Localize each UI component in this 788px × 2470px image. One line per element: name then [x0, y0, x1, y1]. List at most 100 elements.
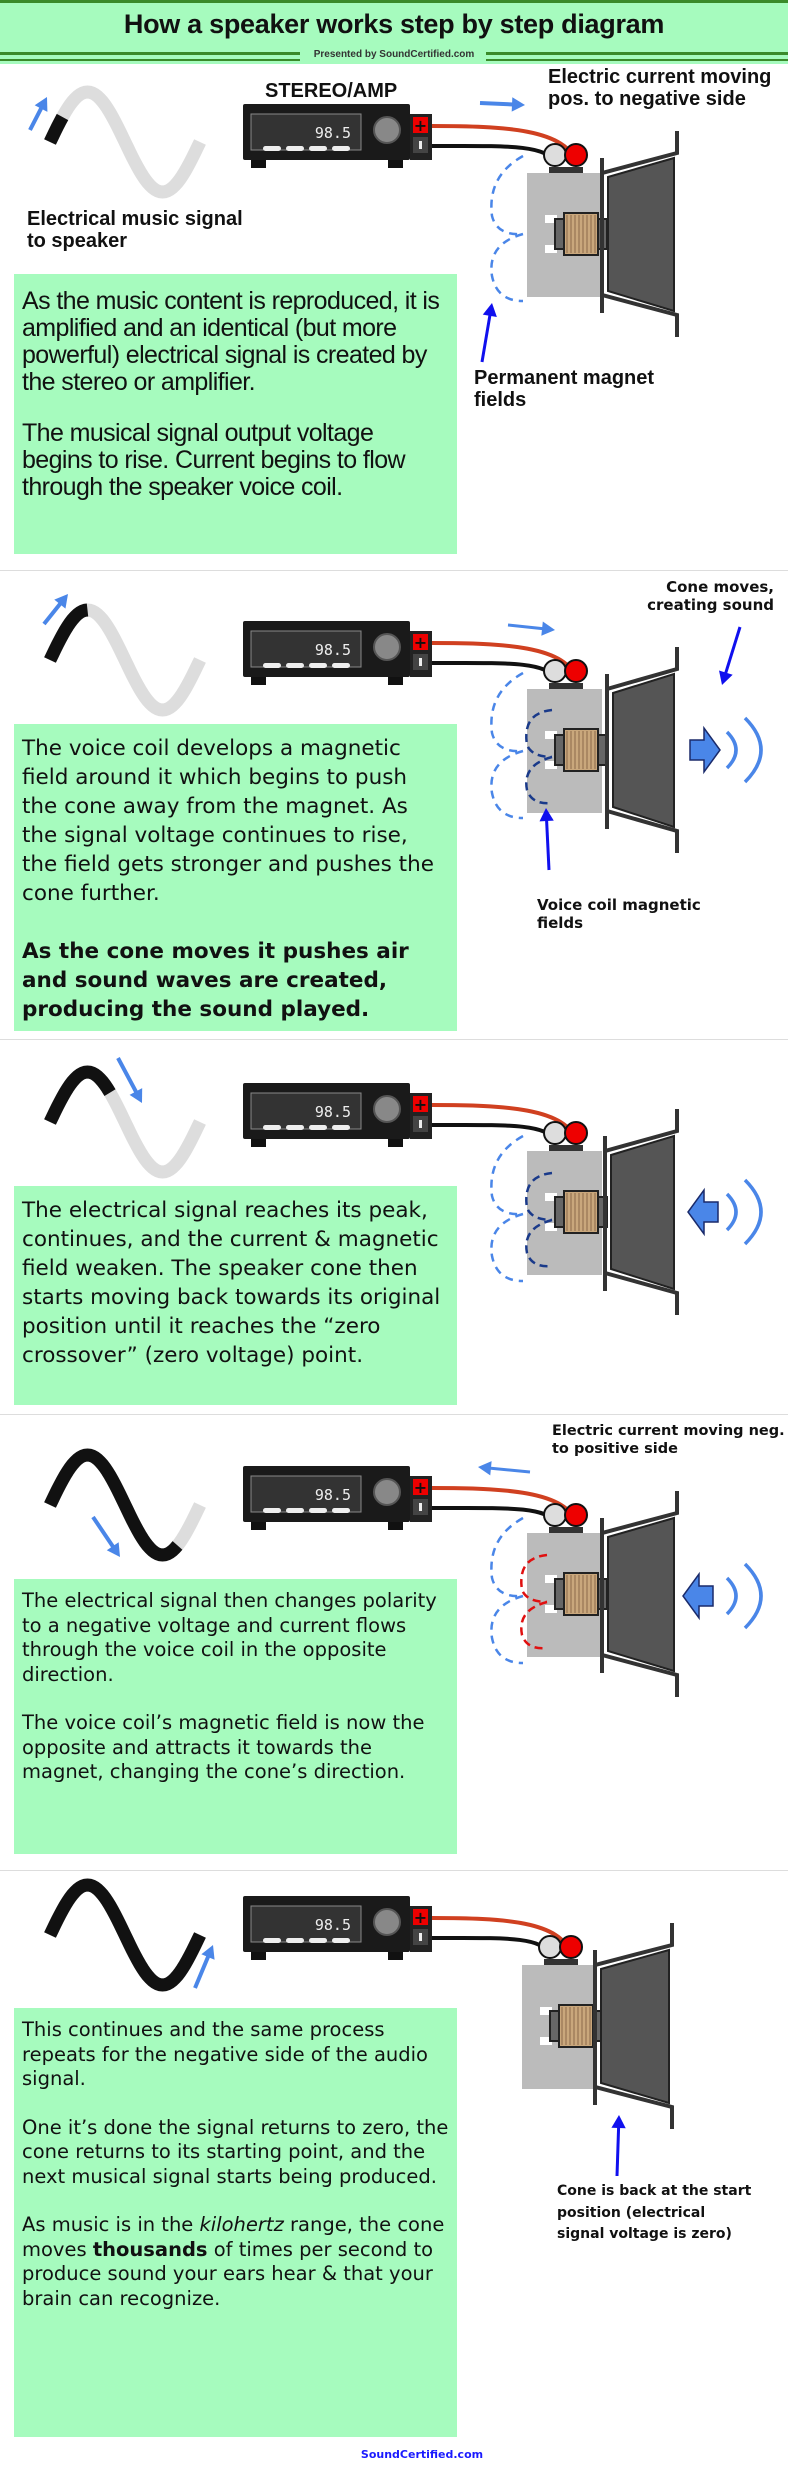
sine-wave-icon [44, 85, 206, 199]
amp-button [309, 1938, 327, 1943]
current-label: Electric current moving pos. to negative… [548, 66, 772, 110]
speaker-icon [527, 1491, 679, 1697]
arrow-shaft [116, 1057, 140, 1096]
minus-icon [419, 658, 422, 666]
sound-wave [743, 1562, 763, 1630]
field-line [490, 1134, 524, 1216]
speaker-positive-terminal [564, 659, 588, 683]
paragraph: The voice coil develops a magnetic field… [22, 736, 434, 906]
speaker-positive-terminal [564, 1121, 588, 1145]
cone-frame [600, 131, 679, 176]
paragraph: The electrical signal reaches its peak, … [22, 1198, 441, 1368]
amp-button [286, 1508, 304, 1513]
amp-display [250, 630, 362, 668]
pointer-arrow-icon [719, 626, 742, 685]
sound-waves-icon [725, 716, 763, 784]
volume-knob [373, 1095, 401, 1123]
page-title: How a speaker works step by step diagram [123, 9, 665, 39]
plus-icon: + [414, 116, 427, 135]
header-rule [486, 59, 788, 61]
amp-button [286, 146, 304, 151]
amp-button [263, 663, 281, 668]
voice-coil [558, 2004, 594, 2048]
sine-wave-icon [44, 1878, 206, 1992]
arrow-shaft [544, 817, 551, 871]
speaker-icon [527, 131, 679, 337]
magnet-gap [540, 2037, 552, 2045]
signal-direction-arrow-icon [28, 97, 48, 131]
header-subtitle: Presented by SoundCertified.com [313, 49, 475, 60]
volume-knob [373, 633, 401, 661]
amp-button [332, 1938, 350, 1943]
terminal-mount [549, 167, 583, 175]
amp-display-text: 98.5 [315, 1486, 351, 1504]
speaker-cone [607, 156, 675, 313]
field-line [525, 755, 553, 805]
speaker-cone [607, 1516, 675, 1673]
stereo-amp-icon: 98.5 + [243, 104, 432, 168]
amp-foot [388, 1139, 403, 1147]
magnet-gap [545, 1223, 557, 1231]
magnet-label: Permanent magnet fields [474, 367, 655, 411]
magnet-gap [545, 731, 557, 739]
pointer-arrow-icon [539, 808, 554, 871]
paragraph: As music is in the kilohertz range, the … [22, 2213, 449, 2311]
field-line [490, 1594, 524, 1665]
positive-terminal [413, 1096, 428, 1112]
field-line [490, 749, 524, 820]
arrow-head [129, 1088, 143, 1103]
stereo-amp-icon: 98.5+ [243, 1466, 432, 1530]
sound-waves-icon [725, 1178, 763, 1246]
sound-wave [743, 1178, 763, 1246]
magnet-gap [545, 215, 557, 223]
arrow-shaft [723, 626, 742, 677]
italic-text: kilohertz [199, 2213, 284, 2236]
pointer-arrow-icon [480, 303, 497, 363]
arrow-head [541, 621, 555, 636]
amp-foot [251, 1952, 266, 1960]
cone-pull-arrow-icon [682, 1571, 714, 1621]
amp-display-text: 98.5 [315, 124, 351, 142]
terminal-mount [549, 1145, 583, 1153]
speaker-negative-terminal [543, 143, 567, 167]
voice-coil [563, 728, 599, 772]
amp-foot [388, 160, 403, 168]
speaker-positive-terminal [559, 1935, 583, 1959]
current-direction-arrow-icon [507, 621, 555, 636]
step-4-text: The electrical signal then changes polar… [14, 1579, 457, 1854]
magnet-gap [545, 761, 557, 769]
arrow-head [54, 594, 68, 609]
plus-icon: + [414, 633, 427, 652]
magnet-gap [545, 1575, 557, 1583]
speaker-positive-terminal [564, 143, 588, 167]
cone-frame [600, 1652, 679, 1697]
paragraph: One it’s done the signal returns to zero… [22, 2115, 449, 2188]
wave-played [44, 1448, 183, 1562]
arrow-shaft [507, 623, 547, 631]
coil-field-lines [525, 708, 553, 805]
magnet-gap [545, 1193, 557, 1201]
amp-button [286, 663, 304, 668]
speaker-cone [610, 1134, 675, 1291]
arrow-shaft [193, 1952, 212, 1989]
paragraph: As the music content is reproduced, it i… [22, 287, 440, 396]
sine-wave-icon [44, 603, 206, 717]
voice-coil [563, 1190, 599, 1234]
footer-link[interactable]: SoundCertified.com [360, 2448, 484, 2461]
signal-direction-arrow-icon [193, 1945, 215, 1989]
voice-coil [563, 212, 599, 256]
cone-push-arrow-icon [689, 725, 721, 775]
positive-terminal [413, 117, 428, 133]
arrow-shaft [28, 104, 45, 131]
amp-label: STEREO/AMP [265, 80, 398, 102]
arrow-shaft [91, 1515, 117, 1551]
amp-button [263, 1938, 281, 1943]
signal-direction-arrow-icon [116, 1057, 143, 1103]
field-line [520, 1553, 548, 1604]
field-line [525, 1171, 553, 1222]
header-rule [0, 59, 300, 61]
paragraph-bold: As the cone moves it pushes air and soun… [22, 939, 409, 1022]
sound-wave [743, 716, 763, 784]
arrow-head [719, 670, 733, 685]
